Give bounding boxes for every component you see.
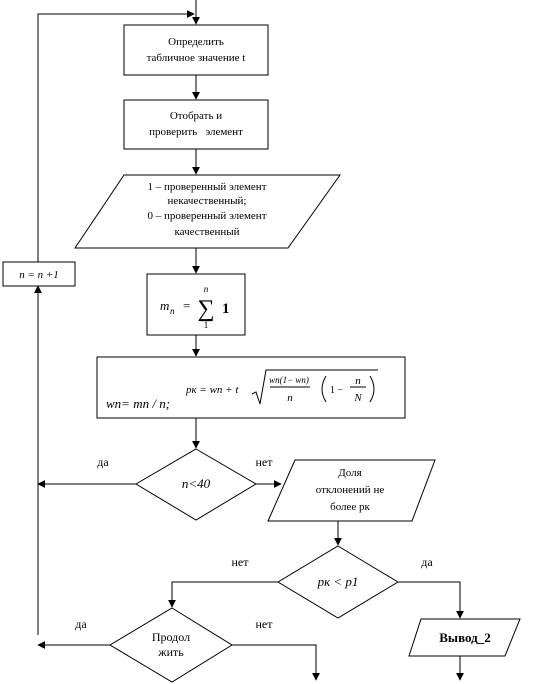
continue-line1: Продол	[152, 630, 190, 644]
process-select-check: Отобрать и проверить элемент	[123, 99, 269, 150]
decision-n-less-40: n<40 да нет	[97, 448, 274, 521]
formula-paren-right	[369, 375, 375, 403]
decision-continue: Продол жить да нет	[75, 607, 274, 683]
sum-lhs: m	[160, 298, 169, 313]
decision-pk-yes: да	[421, 555, 433, 569]
io-share: Доля отклонений не более pк	[267, 459, 436, 522]
continue-line2: жить	[157, 645, 184, 659]
input-line3: 0 – проверенный элемент	[147, 210, 266, 222]
formula-frac-den: n	[287, 392, 293, 404]
connectors	[34, 0, 464, 681]
arrow-pk-yes-to-output	[398, 581, 464, 619]
formula-paren-den: N	[353, 392, 362, 404]
sum-lhs-sub: n	[170, 306, 175, 316]
formula-one-minus: 1 −	[330, 385, 344, 396]
io-output-2: Вывод_2	[408, 618, 521, 657]
process-increment: n = n +1	[2, 261, 76, 287]
formula-w-def: wn= mn / n;	[106, 396, 170, 411]
continue-yes: да	[75, 617, 87, 631]
sum-sigma: ∑	[197, 296, 214, 322]
process-formula: wn= mn / n; pк = wn + t wn(1− wn) n 1 − …	[96, 356, 406, 419]
increment-text: n = n +1	[19, 269, 59, 281]
sum-upper: n	[204, 284, 209, 294]
input-line2: некачественный;	[168, 195, 247, 207]
process-sum: m n = n ∑ 1 1	[146, 273, 246, 336]
decision-n40-yes: да	[97, 455, 109, 469]
process-define-t: Определить табличное значение t	[123, 24, 269, 76]
share-line3: более pк	[330, 501, 370, 513]
select-check-line2: проверить элемент	[149, 126, 243, 138]
select-check-line1: Отобрать и	[170, 110, 222, 122]
sum-body: 1	[222, 301, 230, 317]
share-line2: отклонений не	[316, 484, 385, 496]
sum-eq: =	[183, 298, 190, 313]
loop-line-to-top	[37, 10, 195, 262]
io-input-data: 1 – проверенный элемент некачественный; …	[74, 174, 341, 249]
decision-pk-text: pк < p1	[317, 574, 359, 589]
formula-sqrt-sign	[251, 369, 378, 405]
output2-text: Вывод_2	[439, 630, 490, 645]
formula-frac-num: wn(1− wn)	[269, 375, 309, 385]
input-line1: 1 – проверенный элемент	[147, 181, 266, 193]
formula-paren-left	[321, 375, 327, 403]
sum-lower: 1	[204, 320, 209, 330]
decision-n40-no: нет	[256, 455, 274, 469]
arrow-continue-no-right	[232, 644, 320, 681]
define-t-line1: Определить	[168, 36, 224, 48]
decision-pk-no: нет	[232, 555, 250, 569]
formula-pk: pк = wn + t	[185, 384, 239, 396]
define-t-line2: табличное значение t	[147, 52, 246, 64]
arrow-pk-no-to-continue	[168, 581, 278, 608]
input-line4: качественный	[174, 226, 239, 238]
continue-no: нет	[256, 617, 274, 631]
decision-n40-text: n<40	[182, 476, 211, 491]
share-line1: Доля	[338, 467, 361, 479]
formula-paren-num: n	[355, 375, 361, 387]
decision-pk-less-p1: pк < p1 нет да	[232, 545, 433, 619]
